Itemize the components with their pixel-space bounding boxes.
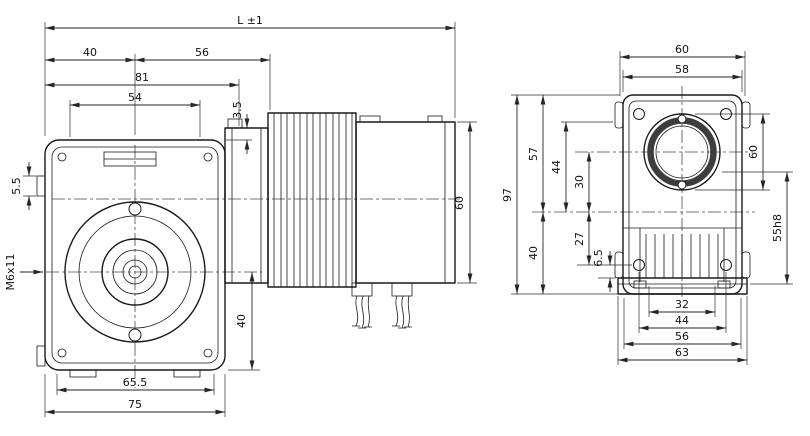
dim-44-left: 44 [550, 121, 613, 212]
dim-label-32-bottom: 32 [675, 298, 689, 311]
flange-bolt-hole-bottom [128, 328, 142, 342]
dim-label-81: 81 [135, 71, 149, 84]
dim-label-5-5: 5.5 [10, 177, 23, 195]
dim-motor-height-60: 60 [453, 121, 477, 284]
dim-63-bottom: 63 [617, 296, 748, 365]
endview-fins [645, 234, 719, 278]
dim-label-27: 27 [573, 232, 586, 246]
cable-gland-right [391, 282, 413, 297]
rear-top-rib [359, 115, 381, 123]
base-flange [617, 277, 748, 295]
cable-gland-left [351, 282, 373, 297]
ear-tab [741, 251, 751, 279]
dim-97: 97 [501, 94, 620, 295]
dim-label-60-motor: 60 [453, 196, 466, 210]
rear-top-rib [427, 115, 443, 123]
boss-bolt-hole-bottom [677, 180, 687, 190]
side-tab-upper [36, 175, 46, 197]
output-flange [64, 201, 206, 343]
dim-label-40-side: 40 [235, 314, 248, 328]
dim-81: 81 [45, 71, 240, 126]
centerlines-left-view [24, 145, 460, 388]
dim-60-boss: 60 [695, 113, 770, 191]
dim-56-bottom: 56 [623, 298, 742, 349]
dim-label-56-bottom: 56 [675, 330, 689, 343]
dim-label-97: 97 [501, 188, 514, 202]
dim-label-44-bottom: 44 [675, 314, 689, 327]
dim-label-58-top: 58 [675, 63, 689, 76]
dim-27: 27 [573, 212, 632, 266]
dim-label-75: 75 [128, 398, 142, 411]
dim-label-60-boss: 60 [747, 145, 760, 159]
dim-57: 57 [527, 95, 546, 212]
ear-tab [614, 101, 624, 129]
dim-30: 30 [573, 152, 592, 212]
foot-right [173, 369, 201, 378]
dim-44-bottom: 44 [638, 272, 727, 333]
dim-label-63-bottom: 63 [675, 346, 689, 359]
dim-55h8: 55h8 [722, 171, 793, 285]
dim-label-65-5: 65.5 [123, 376, 148, 389]
mounting-hole [633, 259, 645, 271]
dim-label-3-5: 3.5 [231, 101, 244, 119]
dim-label-55h8: 55h8 [771, 214, 784, 242]
dim-75: 75 [44, 374, 226, 417]
boss-bolt-hole-top [677, 114, 687, 124]
dim-6-5: 6.5 [592, 249, 616, 292]
dim-label-40-base: 40 [527, 246, 540, 260]
output-bore [643, 113, 721, 191]
dim-label-56-top: 56 [195, 46, 209, 59]
dim-5-5: 5.5 [10, 162, 36, 210]
endview-housing [614, 94, 751, 295]
stepper-motor [224, 112, 456, 329]
motor-adapter-flange [224, 127, 269, 284]
motor-fins [273, 113, 353, 287]
corner-screw-icon [203, 152, 213, 162]
corner-screw-icon [203, 348, 213, 358]
base-slot [717, 280, 731, 289]
dim-label-60-top: 60 [675, 43, 689, 56]
side-tab-lower [36, 345, 46, 367]
dim-overall-length: L ±1 [44, 14, 456, 136]
ear-tab [741, 101, 751, 129]
dim-label-57: 57 [527, 147, 540, 161]
dim-3-5: 3.5 [226, 101, 252, 154]
dim-label-6-5: 6.5 [592, 249, 605, 267]
corner-screw-icon [57, 348, 67, 358]
dim-65-5: 65.5 [56, 374, 215, 395]
dim-label-40-top: 40 [83, 46, 97, 59]
dim-label-overall-length: L ±1 [237, 14, 263, 27]
dim-top-40-56: 40 56 [45, 46, 271, 135]
dim-40-base: 40 [527, 212, 546, 294]
left-view-gearmotor: L ±1 40 56 81 54 3.5 [4, 14, 477, 417]
mounting-hole [720, 259, 732, 271]
right-view-endview: 60 58 97 57 44 30 27 [501, 43, 793, 365]
dim-32-bottom: 32 [648, 286, 716, 317]
dim-label-54: 54 [128, 91, 142, 104]
motor-rear-housing [355, 121, 456, 284]
dim-top-58: 58 [622, 63, 743, 92]
mounting-hole [633, 108, 645, 120]
flange-bolt-hole-top [128, 202, 142, 216]
dim-label-m6x11: M6x11 [4, 254, 17, 291]
corner-screw-icon [57, 152, 67, 162]
callout-m6x11: M6x11 [4, 254, 43, 291]
dim-top-60: 60 [619, 43, 746, 96]
dim-axis-to-base-40: 40 [228, 272, 260, 371]
foot-left [69, 369, 97, 378]
motor-lead-wires [352, 295, 412, 329]
dim-label-44-left: 44 [550, 160, 563, 174]
base-slot [633, 280, 647, 289]
dim-label-30: 30 [573, 175, 586, 189]
adapter-top-block [227, 118, 243, 129]
dim-54: 54 [69, 91, 201, 137]
